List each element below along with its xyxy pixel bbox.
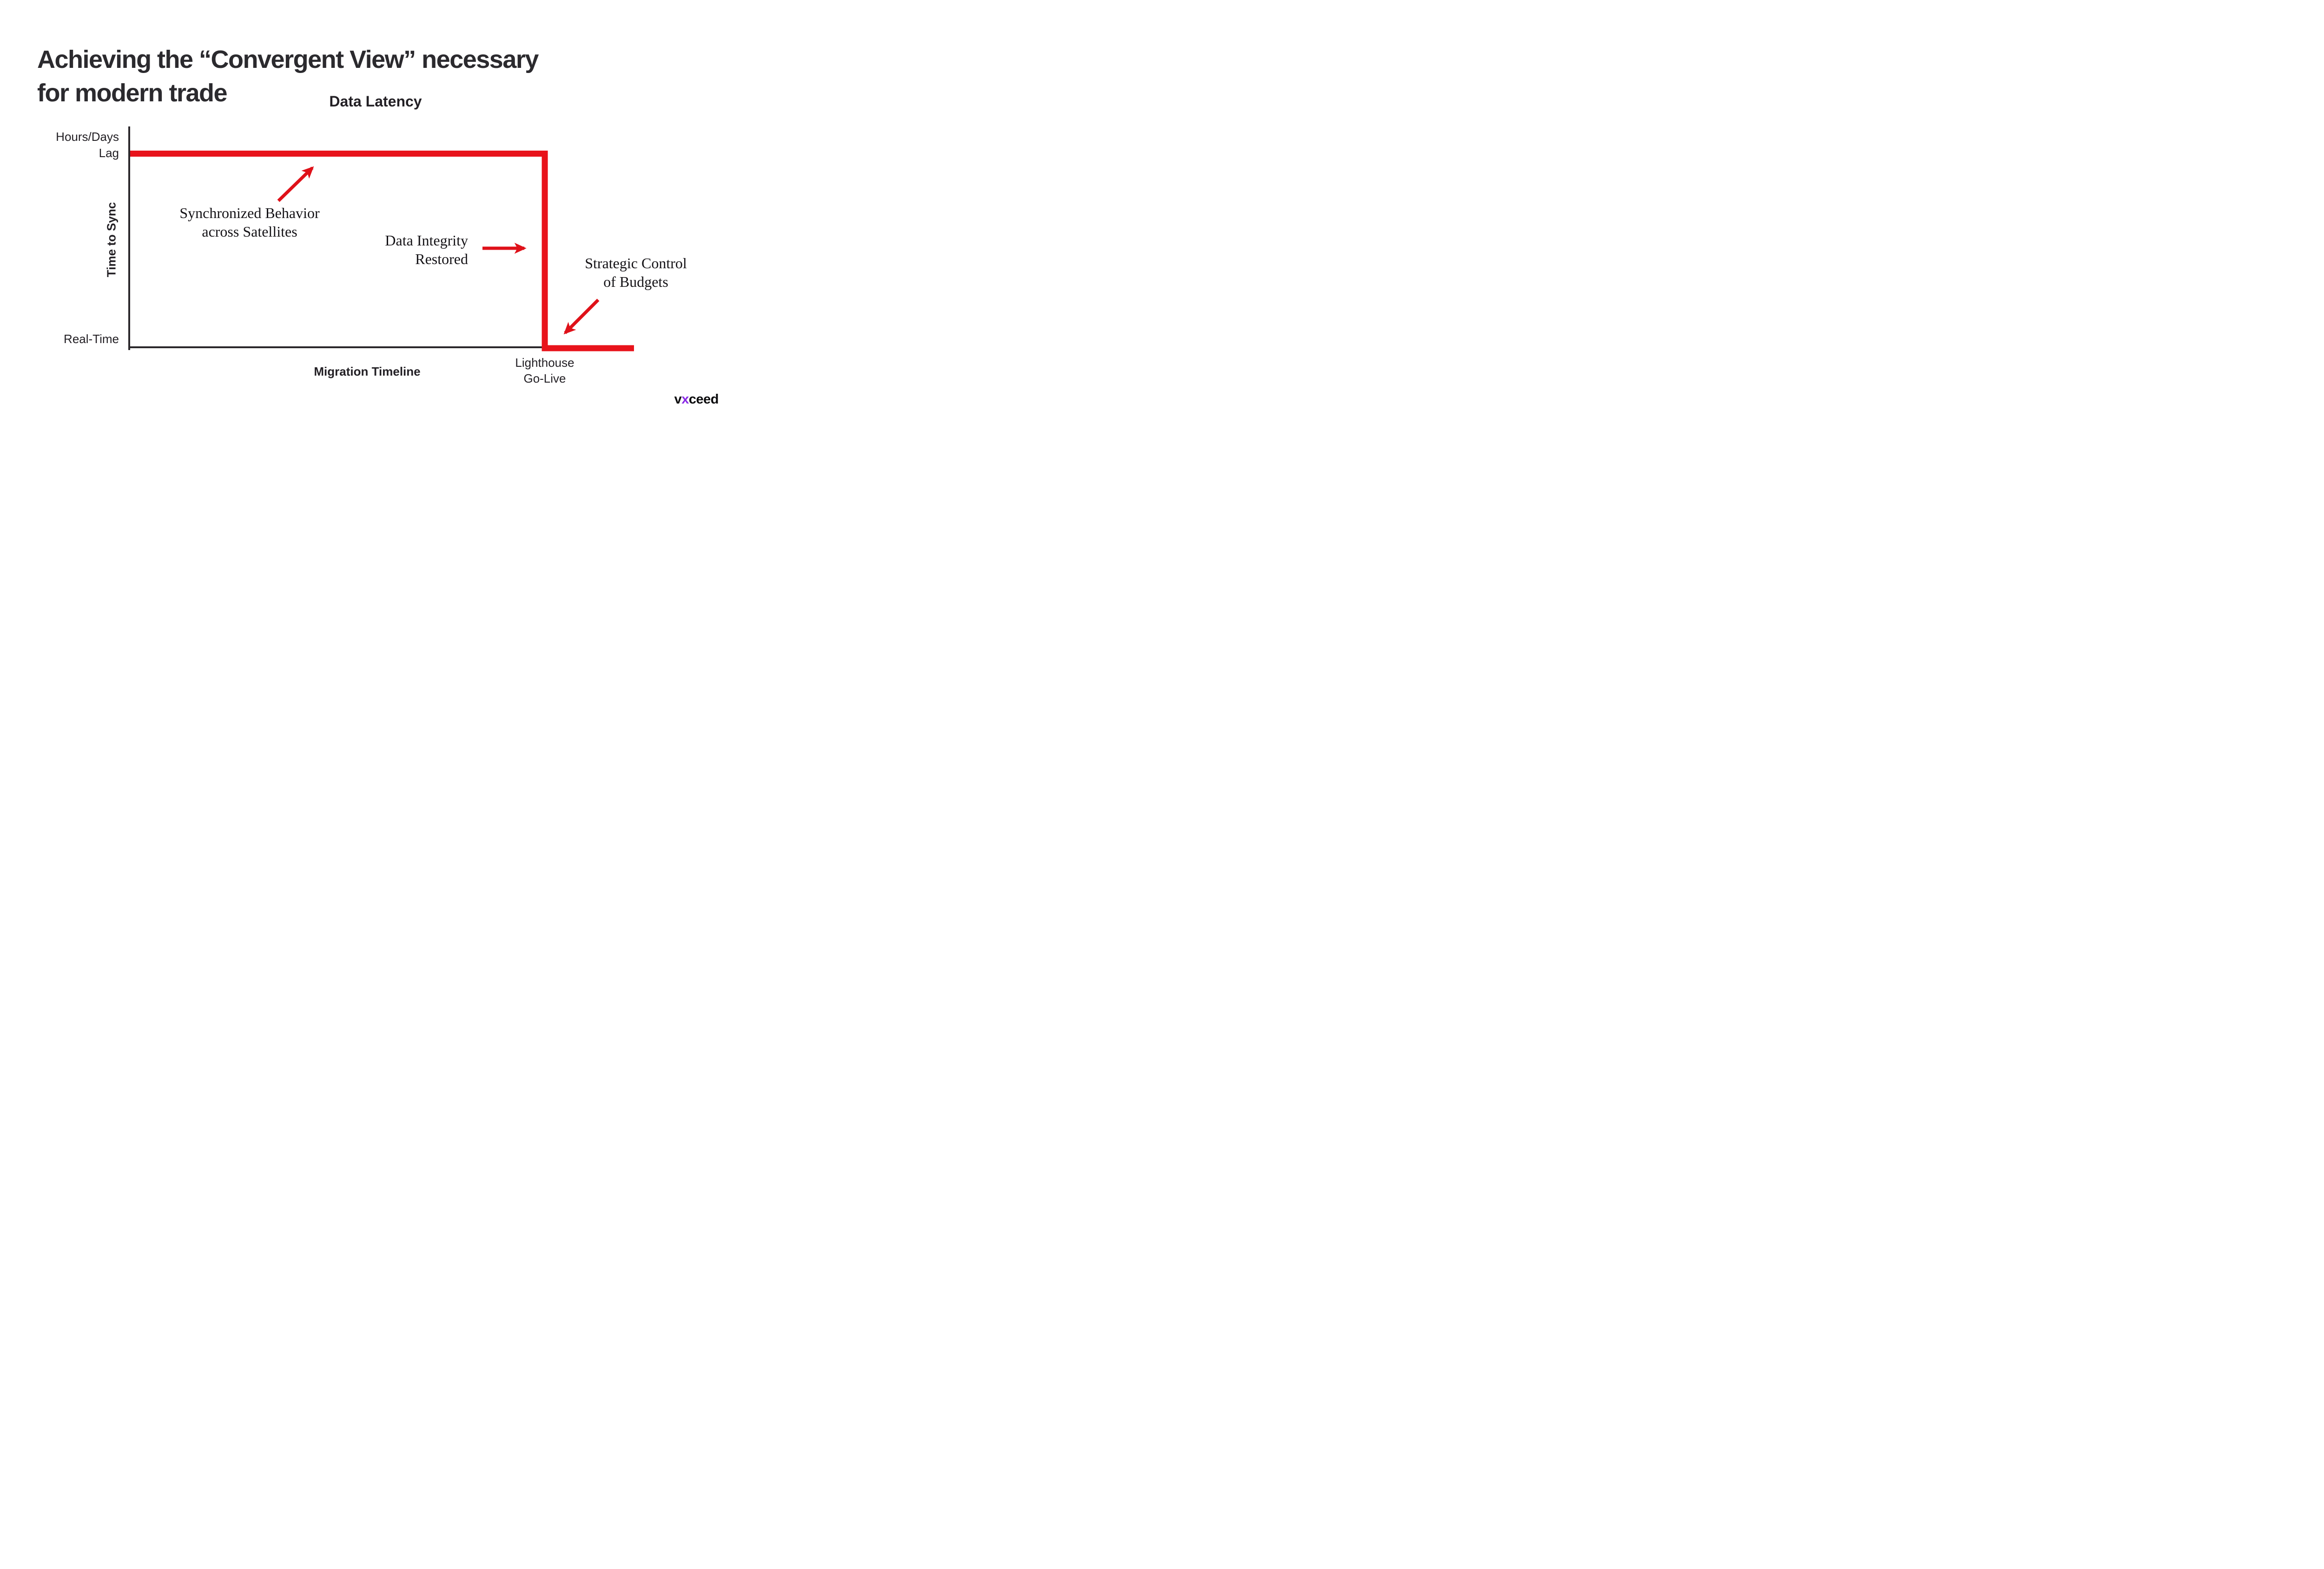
y-tick-real-time: Real-Time bbox=[64, 331, 119, 347]
y-tick-real-time-label: Real-Time bbox=[64, 332, 119, 346]
logo-part-v: v bbox=[674, 392, 682, 407]
annotation-budget-line2: of Budgets bbox=[603, 273, 668, 290]
annotation-integrity-line2: Restored bbox=[415, 251, 468, 267]
page-title: Achieving the “Convergent View” necessar… bbox=[37, 43, 697, 110]
y-tick-hours-days-label: Hours/Days bbox=[56, 130, 119, 144]
vxceed-logo: vxceed bbox=[674, 392, 719, 407]
x-tick-lighthouse-label: Lighthouse bbox=[515, 356, 574, 370]
y-axis-line bbox=[128, 126, 130, 350]
annotation-synchronized-line1: Synchronized Behavior bbox=[179, 205, 320, 221]
x-axis-title: Migration Timeline bbox=[314, 364, 421, 378]
annotation-budget-line1: Strategic Control bbox=[585, 255, 687, 271]
page-title-line2: for modern trade bbox=[37, 79, 228, 107]
annotation-arrow-up-right-icon bbox=[277, 166, 314, 202]
annotation-strategic-control: Strategic Control of Budgets bbox=[566, 254, 706, 291]
page-title-line1: Achieving the “Convergent View” necessar… bbox=[37, 46, 539, 74]
logo-x-icon: x bbox=[681, 392, 689, 407]
annotation-arrow-down-left-icon bbox=[563, 298, 600, 335]
slide: Achieving the “Convergent View” necessar… bbox=[0, 0, 729, 410]
y-tick-lag-label: Lag bbox=[99, 146, 119, 160]
x-tick-go-live-label: Go-Live bbox=[523, 371, 566, 385]
logo-part-ceed: ceed bbox=[688, 392, 719, 407]
y-axis-title: Time to Sync bbox=[104, 202, 119, 278]
annotation-integrity-line1: Data Integrity bbox=[385, 232, 468, 249]
chart-title: Data Latency bbox=[329, 93, 422, 110]
x-axis-line bbox=[128, 346, 546, 348]
